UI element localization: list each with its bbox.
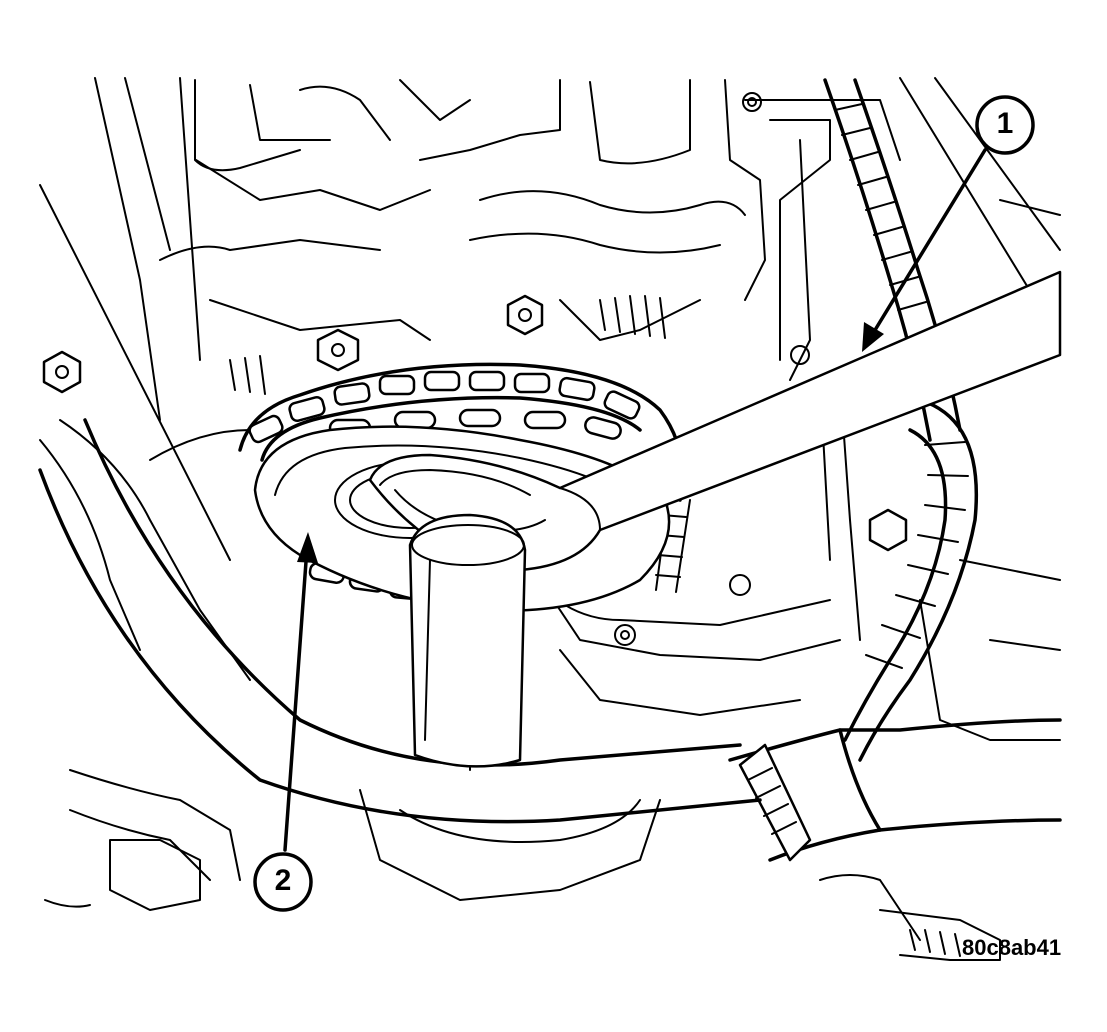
figure-id-label: 80c8ab41 [962, 935, 1062, 960]
callout-1 [975, 95, 1035, 155]
callout-number-1: 1 [996, 107, 1014, 140]
coolant-hose [728, 718, 1062, 862]
leader-arrow-2 [283, 532, 318, 852]
engine-background-linework [39, 77, 1061, 961]
holding-tool-shaft [408, 513, 527, 768]
callout-2 [253, 852, 313, 912]
callout-number-2: 2 [274, 864, 292, 897]
leader-arrow-1 [862, 148, 987, 352]
